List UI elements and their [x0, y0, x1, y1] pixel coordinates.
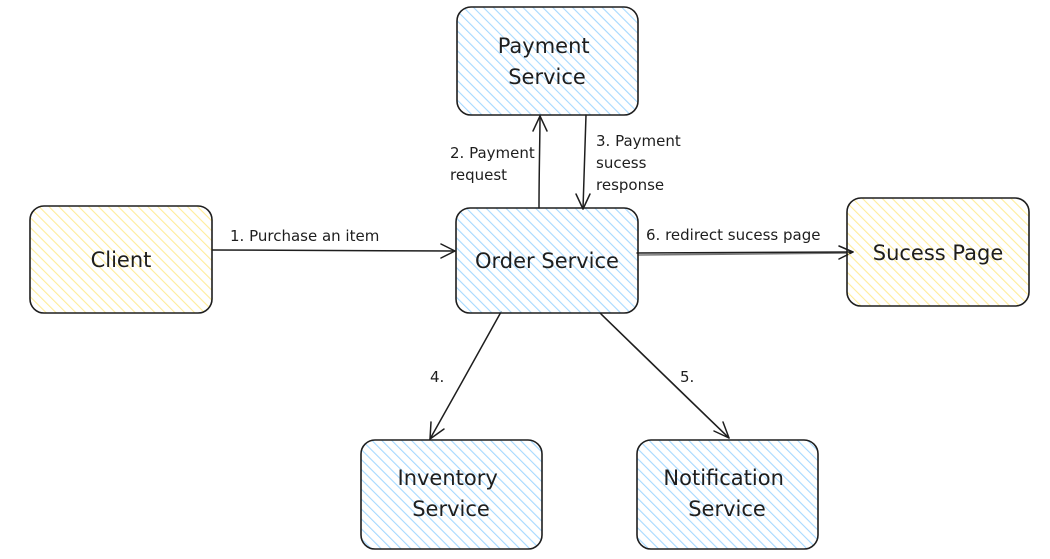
node-order-service-label: Order Service [475, 249, 619, 273]
node-notification-service[interactable]: Notification Service [636, 439, 819, 550]
edge-redirect-line-retrace [638, 252, 852, 256]
node-client-label-line: Client [91, 248, 152, 272]
node-success-page[interactable]: Sucess Page [846, 197, 1030, 307]
node-payment-service-label-line: Payment [498, 34, 590, 58]
node-client-label: Client [91, 248, 152, 272]
node-notification-service-label-line: Notification [663, 466, 784, 490]
edge-payment-request-line [538, 115, 541, 209]
edge-inventory-line [429, 311, 502, 440]
edge-notification: 5. [599, 312, 730, 439]
node-payment-service[interactable]: Payment Service [456, 6, 639, 116]
node-inventory-service-box [360, 439, 543, 550]
edge-payment-response-label-line: response [596, 176, 664, 194]
node-success-page-box [846, 197, 1030, 307]
edge-payment-request-arrowhead [532, 115, 548, 132]
edge-purchase: 1. Purchase an item [211, 227, 456, 259]
edge-redirect: 6. redirect sucess page [636, 226, 854, 260]
edge-payment-request-label: 2. Payment request [450, 144, 540, 184]
node-order-service[interactable]: Order Service [455, 207, 639, 314]
edge-purchase-label: 1. Purchase an item [230, 227, 379, 245]
node-payment-service-label-line: Service [508, 65, 586, 89]
edge-payment-request-label-line: 2. Payment [450, 144, 535, 162]
edge-notification-line-retrace [601, 314, 729, 438]
edge-payment-response-line [582, 114, 587, 210]
edge-payment-request: 2. Payment request [450, 115, 548, 209]
node-notification-service-label-line: Service [688, 497, 766, 521]
edge-inventory: 4. [429, 311, 502, 440]
node-success-page-label: Sucess Page [873, 241, 1004, 265]
node-notification-service-box [636, 439, 819, 550]
node-payment-service-label: Payment Service [498, 34, 597, 89]
edge-notification-label-line: 5. [680, 368, 694, 386]
edge-payment-request-label-line: request [450, 166, 507, 184]
edge-redirect-label: 6. redirect sucess page [646, 226, 820, 244]
edge-notification-label: 5. [680, 368, 694, 386]
node-payment-service-box [456, 6, 639, 116]
node-inventory-service-label: Inventory Service [398, 466, 505, 521]
edge-payment-response-label-line: sucess [596, 154, 647, 172]
edge-inventory-label: 4. [430, 368, 444, 386]
edge-redirect-label-line: 6. redirect sucess page [646, 226, 820, 244]
node-client[interactable]: Client [29, 205, 213, 314]
node-order-service-label-line: Order Service [475, 249, 619, 273]
edge-purchase-line [211, 249, 456, 252]
edge-payment-response: 3. Payment sucess response [575, 114, 686, 210]
edge-redirect-line [636, 251, 854, 254]
node-notification-service-label: Notification Service [663, 466, 790, 521]
node-inventory-service-label-line: Service [412, 497, 490, 521]
node-order-service-box [455, 207, 639, 314]
edge-inventory-arrowhead [429, 421, 445, 440]
edge-inventory-label-line: 4. [430, 368, 444, 386]
edge-purchase-arrowhead [440, 243, 456, 259]
node-inventory-service-label-line: Inventory [398, 466, 498, 490]
edge-payment-response-label-line: 3. Payment [596, 132, 681, 150]
edge-notification-arrowhead [713, 421, 730, 439]
node-success-page-label-line: Sucess Page [873, 241, 1004, 265]
edge-purchase-label-line: 1. Purchase an item [230, 227, 379, 245]
node-client-box [29, 205, 213, 314]
edge-payment-response-label: 3. Payment sucess response [596, 132, 686, 194]
node-inventory-service[interactable]: Inventory Service [360, 439, 543, 550]
